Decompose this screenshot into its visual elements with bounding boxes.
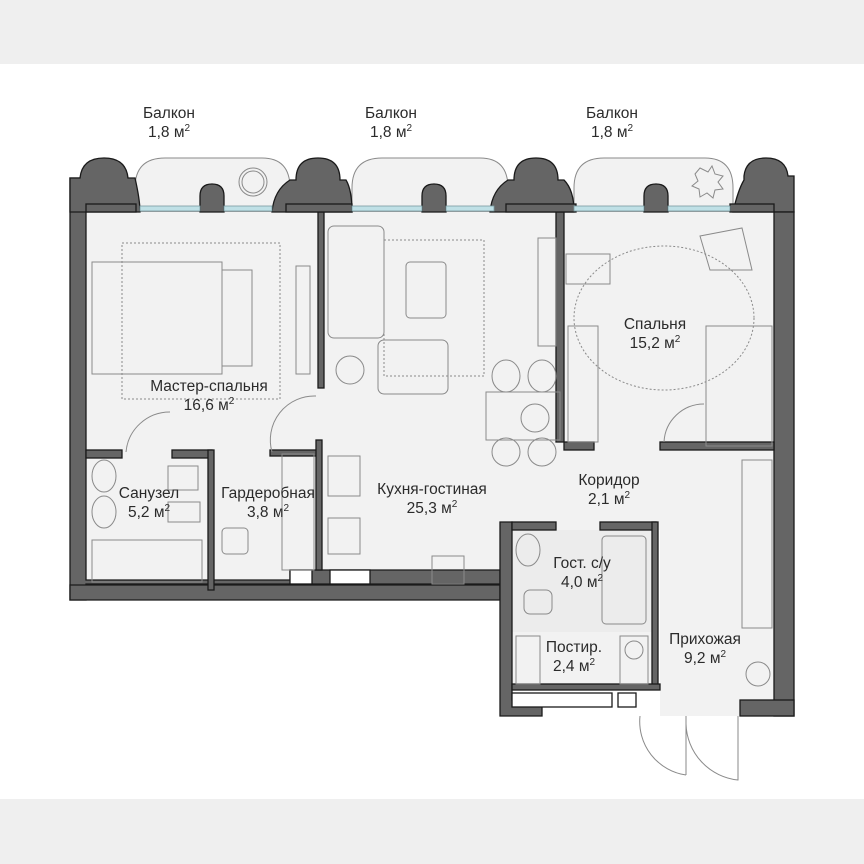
room-area: 1,8 м2 [590, 123, 634, 142]
room-label-master-bedroom: Мастер-спальня 16,6 м2 [150, 377, 268, 415]
room-label-kitchen-living: Кухня-гостиная 25,3 м2 [377, 480, 487, 518]
room-area: 25,3 м2 [406, 499, 458, 518]
room-label-balcony-1: Балкон 1,8 м2 [143, 104, 195, 142]
room-area: 2,1 м2 [587, 490, 631, 509]
bottom-band [0, 799, 864, 864]
room-label-wardrobe: Гардеробная 3,8 м2 [221, 484, 315, 522]
room-area: 16,6 м2 [183, 396, 235, 415]
bathtub-icon [91, 539, 203, 583]
mullion-1 [199, 183, 225, 213]
room-area: 9,2 м2 [683, 649, 727, 668]
dining-table-icon [485, 391, 561, 441]
pillar-2 [271, 157, 353, 213]
mullion-3 [643, 183, 669, 213]
top-band [0, 0, 864, 64]
pillar-4 [732, 157, 795, 213]
balcony-chair-icon [238, 167, 268, 197]
furniture [91, 225, 773, 781]
room-label-bathroom: Санузел 5,2 м2 [119, 484, 179, 522]
mullion-2 [421, 183, 447, 213]
room-name: Балкон [365, 105, 417, 122]
tent-icon [699, 227, 753, 271]
room-label-balcony-3: Балкон 1,8 м2 [586, 104, 638, 142]
room-area: 15,2 м2 [629, 334, 681, 353]
pillar-1 [69, 157, 141, 213]
room-area: 1,8 м2 [369, 123, 413, 142]
room-label-laundry: Постир. 2,4 м2 [546, 638, 602, 676]
room-area: 5,2 м2 [127, 503, 171, 522]
room-area: 3,8 м2 [246, 503, 290, 522]
balcony-plant-icon [691, 164, 724, 199]
child-bed-icon [705, 325, 773, 447]
rug-master [121, 242, 281, 400]
windows [139, 205, 731, 212]
room-area: 1,8 м2 [147, 123, 191, 142]
room-name: Гардеробная [221, 485, 315, 502]
room-name: Постир. [545, 639, 603, 656]
pillar-3 [489, 157, 575, 213]
room-label-bedroom: Спальня 15,2 м2 [624, 315, 686, 353]
room-name: Кухня-гостиная [377, 481, 487, 498]
sink-icon [327, 517, 361, 555]
room-label-hallway: Прихожая 9,2 м2 [669, 630, 741, 668]
room-name: Балкон [586, 105, 638, 122]
desk-icon [565, 253, 611, 285]
entry-door [639, 715, 687, 776]
room-name: Гост. с/у [553, 555, 611, 572]
rug-living [383, 239, 485, 377]
room-label-guest-wc: Гост. с/у 4,0 м2 [553, 554, 611, 592]
room-area: 2,4 м2 [552, 657, 596, 676]
armchair-icon [377, 339, 449, 395]
washer-icon [619, 635, 649, 685]
room-name: Санузел [118, 485, 180, 502]
stove-icon [327, 455, 361, 497]
room-name: Прихожая [669, 631, 741, 648]
room-name: Спальня [623, 316, 687, 333]
rug-bedroom [573, 245, 755, 391]
room-name: Балкон [143, 105, 195, 122]
room-name: Коридор [578, 472, 640, 489]
room-label-balcony-2: Балкон 1,8 м2 [365, 104, 417, 142]
room-label-corridor: Коридор 2,1 м2 [578, 471, 639, 509]
room-area: 4,0 м2 [560, 573, 604, 592]
room-name: Мастер-спальня [150, 378, 268, 395]
